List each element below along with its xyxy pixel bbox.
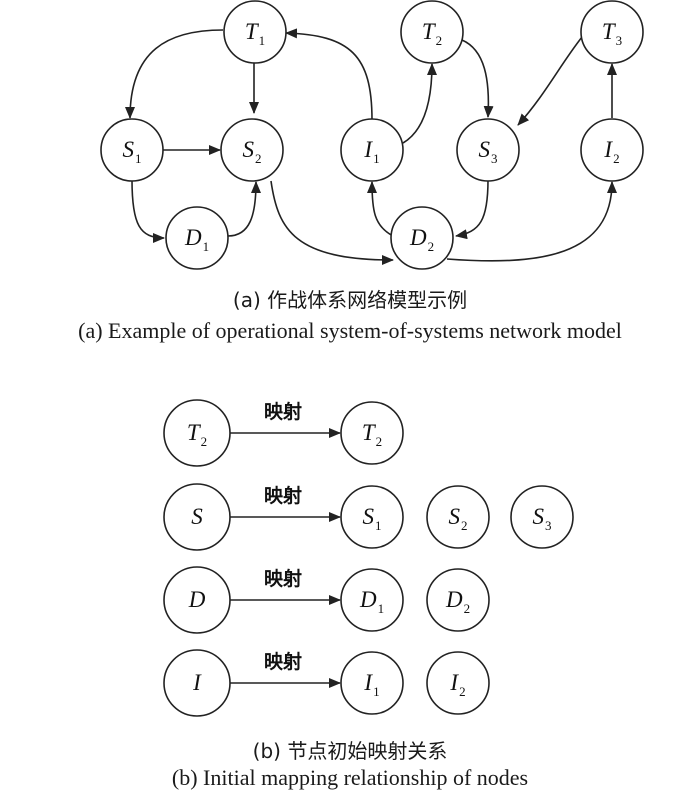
svg-text:I: I xyxy=(192,670,202,695)
mapping-row: D 映射 D1 D2 xyxy=(163,566,490,634)
svg-text:I1: I1 xyxy=(363,670,379,699)
svg-text:T1: T1 xyxy=(245,19,265,48)
mapping-row: S 映射 S1 S2 S3 xyxy=(163,483,574,551)
svg-text:D1: D1 xyxy=(184,225,209,254)
mapping-target-node: D1 xyxy=(340,568,404,632)
svg-text:I2: I2 xyxy=(449,670,465,699)
node-d1: D1 xyxy=(165,206,229,270)
mapping-label: 映射 xyxy=(264,484,302,507)
svg-text:S3: S3 xyxy=(533,504,552,533)
mapping-target-node: I2 xyxy=(426,651,490,715)
edge-i1-t2 xyxy=(402,63,437,144)
node-s2: S2 xyxy=(220,118,284,182)
mapping-source-node: S xyxy=(163,483,231,551)
svg-text:D2: D2 xyxy=(409,225,434,254)
node-s3: S3 xyxy=(456,118,520,182)
edge-s2-d2 xyxy=(270,180,394,265)
svg-text:S2: S2 xyxy=(243,137,262,166)
svg-text:I1: I1 xyxy=(363,137,379,166)
svg-text:T2: T2 xyxy=(362,420,382,449)
mapping-row: T2 映射 T2 xyxy=(163,399,404,467)
node-d2: D2 xyxy=(390,206,454,270)
edge-t3-s3 xyxy=(517,36,583,126)
edge-d2-i2 xyxy=(446,181,617,262)
mapping-source-node: D xyxy=(163,566,231,634)
mapping-source-node: I xyxy=(163,649,231,717)
edge-t1-s1 xyxy=(125,29,224,119)
svg-text:S: S xyxy=(191,504,203,529)
edge-d2-i1 xyxy=(367,181,394,237)
node-t2: T2 xyxy=(400,0,464,64)
edge-d1-s2 xyxy=(227,181,261,237)
svg-text:D1: D1 xyxy=(359,587,384,616)
mapping-row: I 映射 I1 I2 xyxy=(163,649,490,717)
svg-text:T2: T2 xyxy=(422,19,442,48)
node-s1: S1 xyxy=(100,118,164,182)
edge-s3-d2 xyxy=(455,179,489,240)
mapping-target-node: S3 xyxy=(510,485,574,549)
edge-i1-t1 xyxy=(285,28,373,121)
mapping-target-node: T2 xyxy=(340,401,404,465)
network-edges xyxy=(125,28,617,265)
edge-t2-s3 xyxy=(461,39,494,118)
svg-text:T2: T2 xyxy=(187,420,207,449)
caption-a-english: (a) Example of operational system-of-sys… xyxy=(78,318,622,343)
node-t3: T3 xyxy=(580,0,644,64)
svg-text:S2: S2 xyxy=(449,504,468,533)
mapping-target-node: I1 xyxy=(340,651,404,715)
edge-s1-d1 xyxy=(131,179,165,243)
mapping-target-node: D2 xyxy=(426,568,490,632)
svg-text:S3: S3 xyxy=(479,137,498,166)
network-nodes: T1 T2 T3 S1 S2 I1 S3 I2 xyxy=(100,0,644,270)
svg-text:T3: T3 xyxy=(602,19,622,48)
mapping-source-node: T2 xyxy=(163,399,231,467)
caption-b-chinese: (b) 节点初始映射关系 xyxy=(252,739,448,763)
node-i1: I1 xyxy=(340,118,404,182)
svg-text:D2: D2 xyxy=(445,587,470,616)
mapping-target-node: S2 xyxy=(426,485,490,549)
mapping-target-node: S1 xyxy=(340,485,404,549)
caption-a-chinese: (a) 作战体系网络模型示例 xyxy=(232,288,468,312)
node-t1: T1 xyxy=(223,0,287,64)
mapping-label: 映射 xyxy=(264,400,302,423)
svg-text:S1: S1 xyxy=(363,504,382,533)
svg-text:D: D xyxy=(188,587,206,612)
svg-text:S1: S1 xyxy=(123,137,142,166)
mapping-label: 映射 xyxy=(264,567,302,590)
mapping-label: 映射 xyxy=(264,650,302,673)
mapping-diagram: T2 映射 T2 S 映射 S1 S2 xyxy=(163,399,574,717)
svg-text:I2: I2 xyxy=(603,137,619,166)
node-i2: I2 xyxy=(580,118,644,182)
caption-b-english: (b) Initial mapping relationship of node… xyxy=(171,765,529,790)
